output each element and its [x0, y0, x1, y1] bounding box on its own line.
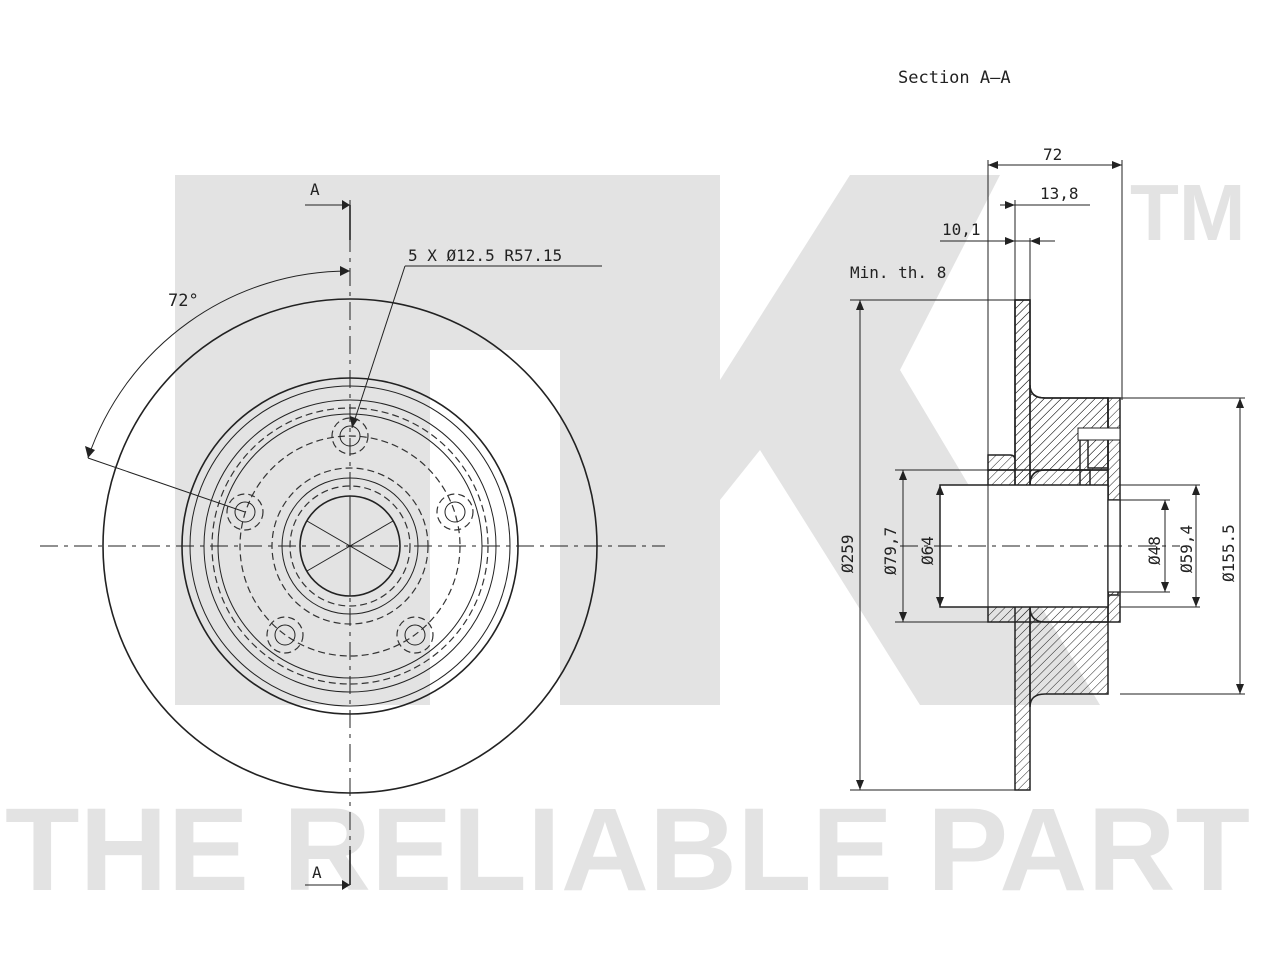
watermark-logo: TM THE RELIABLE PART [5, 168, 1250, 916]
watermark-nk-shape [175, 175, 1100, 705]
dim-594: Ø59,4 [1120, 484, 1200, 608]
bolt-hole [331, 417, 369, 455]
dim-1555: Ø155.5 [1120, 397, 1245, 695]
dim-total-width: 72 [988, 145, 1122, 169]
dim-flange-label: 13,8 [1040, 184, 1079, 203]
bolt-hole [436, 493, 474, 531]
section-mark-bottom: A [305, 850, 351, 890]
section-title: Section A—A [898, 68, 1011, 88]
hub-hidden-ring-3 [289, 485, 411, 607]
watermark-tagline: THE RELIABLE PART [5, 784, 1250, 916]
dia-48-label: Ø48 [1145, 536, 1164, 565]
dia-64-label: Ø64 [918, 536, 937, 565]
dim-total-width-label: 72 [1043, 145, 1062, 164]
watermark-tm: TM [1130, 168, 1246, 257]
hub-hidden-ring-2 [271, 467, 429, 625]
section-mark-top-label: A [310, 180, 320, 199]
dim-48: Ø48 [1120, 499, 1170, 593]
dim-outer-diameter: Ø259 [838, 299, 1015, 791]
dim-flange: 13,8 [1000, 184, 1090, 209]
dim-64: Ø64 [918, 485, 944, 607]
angle-dimension: 72° [85, 266, 351, 513]
dim-disc: 10,1 [940, 220, 1055, 245]
hub-ring-4 [217, 413, 483, 679]
min-thickness-label: Min. th. 8 [850, 263, 946, 282]
dim-797: Ø79,7 [881, 469, 988, 623]
bore-radial-lines [306, 496, 394, 596]
bolt-circle [239, 435, 461, 657]
section-bolt-hole [1077, 427, 1121, 441]
section-mark-bottom-label: A [312, 863, 322, 882]
bolt-pattern-callout: 5 X Ø12.5 R57.15 [350, 246, 602, 429]
hub-ring-5 [281, 477, 419, 615]
bolt-hole [266, 616, 304, 654]
angle-label: 72° [168, 291, 199, 311]
dim-disc-label: 10,1 [942, 220, 981, 239]
dia-outer-label: Ø259 [838, 534, 857, 573]
hub-ring-2 [189, 385, 511, 707]
bolt-pattern-label: 5 X Ø12.5 R57.15 [408, 246, 562, 265]
disc-outer-circle [102, 298, 598, 794]
bolt-holes [226, 417, 474, 654]
bolt-hole [226, 493, 264, 531]
section-view: Section A—A 72 [838, 68, 1245, 791]
bolt-hole [396, 616, 434, 654]
dia-594-label: Ø59,4 [1177, 525, 1196, 573]
hub-ring-3 [203, 399, 497, 693]
dia-1555-label: Ø155.5 [1219, 524, 1238, 582]
dia-797-label: Ø79,7 [881, 527, 900, 575]
section-mark-top: A [305, 180, 351, 240]
hub-hidden-ring-1 [211, 407, 489, 685]
hub-outer-ring [181, 377, 519, 715]
front-view: A A 72° 5 X Ø12.5 R57.15 [40, 180, 665, 890]
